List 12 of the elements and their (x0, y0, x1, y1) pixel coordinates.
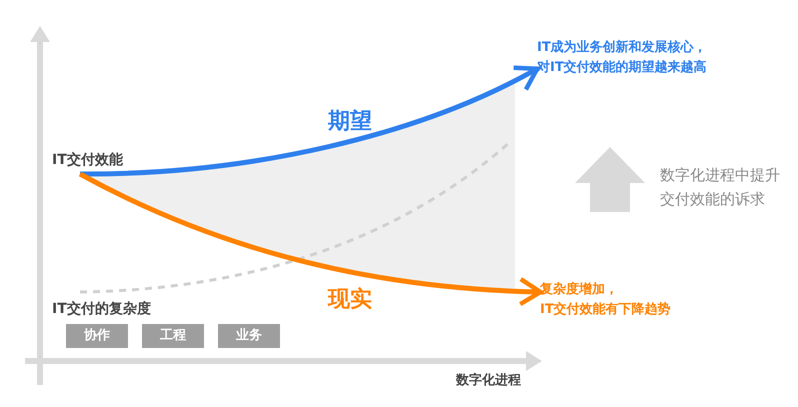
axis-label: IT交付的复杂度 (52, 300, 152, 318)
annotation-text: 复杂度增加，IT交付效能有下降趋势 (540, 280, 715, 320)
category-tag: 协作 (66, 324, 128, 348)
category-tag: 工程 (142, 324, 204, 348)
caption-text: 数字化进程中提升交付效能的诉求 (660, 165, 780, 210)
edge-label: 期望 (328, 108, 372, 136)
axis-label: IT交付效能 (52, 150, 152, 172)
curved-arrow (80, 64, 540, 176)
category-tag: 业务 (218, 324, 280, 348)
axis-title: 数字化进程 (456, 373, 522, 390)
edge-label: 现实 (328, 286, 372, 314)
curved-arrow (78, 172, 543, 306)
